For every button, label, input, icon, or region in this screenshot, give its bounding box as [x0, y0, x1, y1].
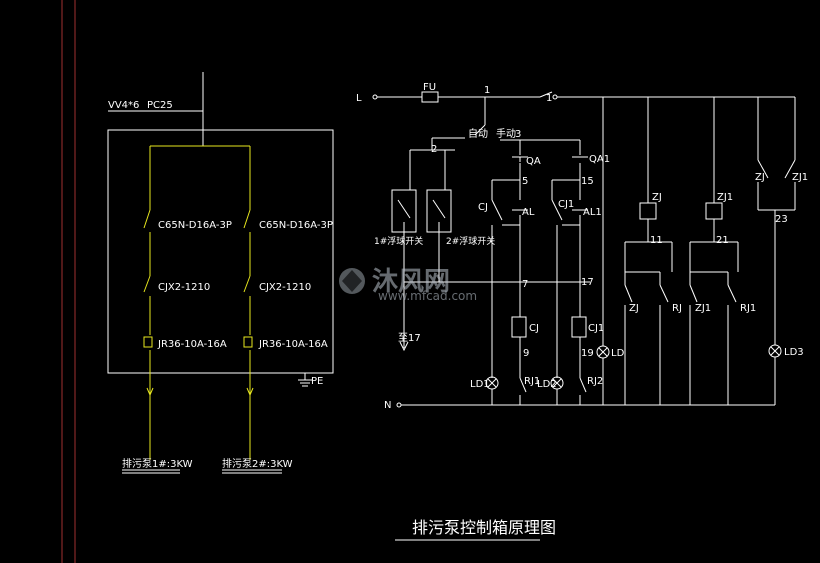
- breaker-label-1: C65N-D16A-3P: [158, 220, 232, 231]
- qa1-label: QA1: [589, 154, 610, 165]
- zj1-coil-label: ZJ1: [717, 192, 733, 203]
- float-switch-2-label: 2#浮球开关: [446, 235, 495, 247]
- watermark: [339, 268, 365, 294]
- ld3-label: LD3: [784, 347, 804, 358]
- node-5-label: 5: [522, 176, 528, 187]
- power-circuit: [107, 72, 334, 474]
- cj1-coil-label: CJ1: [588, 323, 604, 334]
- load-label-1: 排污泵1#:3KW: [122, 457, 193, 470]
- relay-label-2: JR36-10A-16A: [258, 339, 328, 350]
- ld-label: LD: [611, 348, 625, 359]
- watermark-url: www.mfcad.com: [378, 289, 477, 303]
- ld1-label: LD1: [470, 379, 490, 390]
- cj-coil-label: CJ: [529, 323, 539, 334]
- node-2-label: 2: [431, 144, 437, 155]
- zj-top-label: ZJ: [755, 172, 765, 183]
- zj1-top-label: ZJ1: [792, 172, 808, 183]
- zj1-contact-label: ZJ1: [695, 303, 711, 314]
- node-19-label: 19: [581, 348, 594, 359]
- breaker-label-2: C65N-D16A-3P: [259, 220, 333, 231]
- al1-label: AL1: [583, 207, 602, 218]
- control-circuit: [372, 91, 796, 408]
- auto-label: 自动: [468, 127, 488, 140]
- rj1-label: RJ1: [524, 376, 540, 387]
- contactor-label-2: CJX2-1210: [259, 282, 311, 293]
- pe-label: PE: [311, 376, 323, 387]
- to-17-label: 至17: [398, 332, 421, 344]
- fuse-symbol: [421, 91, 439, 103]
- node-15-label: 15: [581, 176, 594, 187]
- relay-label-1: JR36-10A-16A: [157, 339, 227, 350]
- rj2-label: RJ2: [587, 376, 603, 387]
- node-9-label: 9: [523, 348, 529, 359]
- manual-label: 手动: [496, 127, 516, 140]
- node-7-label: 7: [522, 279, 528, 290]
- contactor-label-1: CJX2-1210: [158, 282, 210, 293]
- distribution-box: [107, 129, 334, 374]
- rj-contact-label: RJ: [672, 303, 682, 314]
- line-N-label: N: [384, 400, 391, 411]
- node-21-label: 21: [716, 235, 729, 246]
- node-17-label: 17: [581, 277, 594, 288]
- fuse-label: FU: [423, 82, 436, 93]
- diagram-title: 排污泵控制箱原理图: [412, 518, 556, 537]
- cj-contact-label: CJ: [478, 202, 488, 213]
- rj1-contact-label: RJ1: [740, 303, 756, 314]
- ld2-label: LD2: [537, 379, 557, 390]
- line-L-label: L: [356, 93, 362, 104]
- node-1-label-b: 1: [546, 93, 552, 104]
- conduit-label: PC25: [147, 100, 173, 111]
- zj-coil-label: ZJ: [652, 192, 662, 203]
- load-label-2: 排污泵2#:3KW: [222, 457, 293, 470]
- node-11-label: 11: [650, 235, 663, 246]
- node-1-label: 1: [484, 85, 490, 96]
- cable-label: VV4*6: [108, 100, 139, 111]
- node-3-label: 3: [515, 129, 521, 140]
- qa-label: QA: [526, 156, 541, 167]
- zj-contact-label: ZJ: [629, 303, 639, 314]
- watermark-brand: 沐风网: [372, 267, 450, 297]
- node-23-label: 23: [775, 214, 788, 225]
- cj1-contact-label: CJ1: [558, 199, 574, 210]
- float-switch-1-label: 1#浮球开关: [374, 235, 423, 247]
- al-label: AL: [522, 207, 535, 218]
